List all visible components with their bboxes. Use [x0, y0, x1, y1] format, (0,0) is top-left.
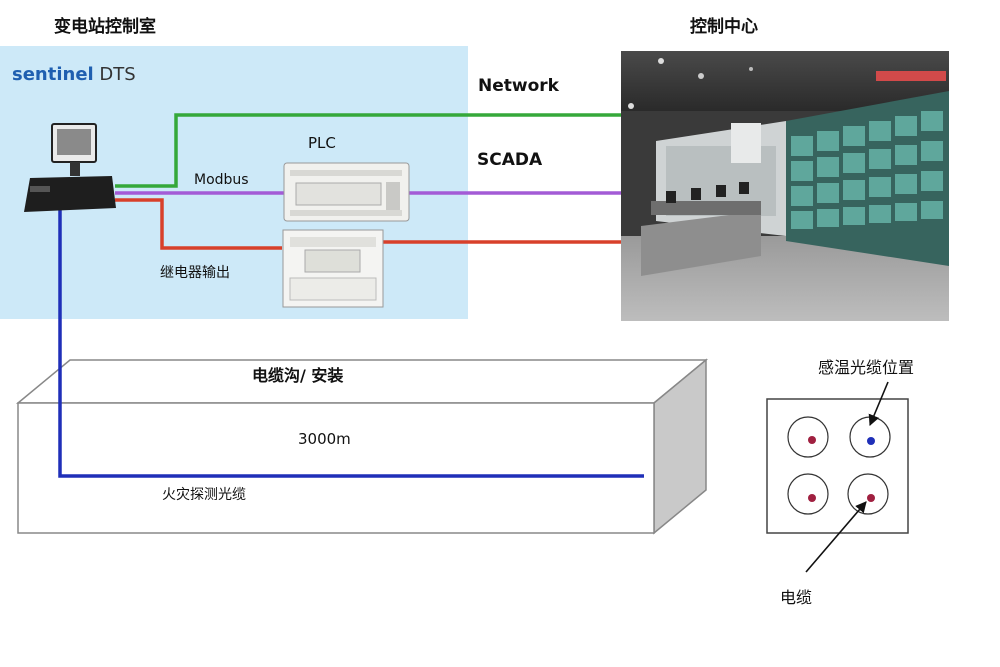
relay-output-label: 继电器输出 — [160, 265, 230, 281]
relay-line — [115, 198, 282, 250]
computer-workstation-icon[interactable] — [24, 123, 116, 212]
cross-section-box — [766, 398, 909, 534]
fire-cable-label: 火灾探测光缆 — [162, 487, 246, 503]
sentinel-dts-logo: sentinel DTS — [12, 64, 136, 85]
length-label: 3000m — [298, 430, 351, 448]
plc-device-icon[interactable] — [283, 162, 410, 222]
power-cable-circle — [787, 416, 829, 458]
control-center-photo — [621, 51, 949, 321]
trench-title: 电缆沟/ 安装 — [252, 366, 344, 385]
control-center-title: 控制中心 — [690, 17, 758, 37]
modbus-label: Modbus — [194, 172, 249, 188]
network-label: Network — [478, 76, 559, 96]
fiber-detection-line — [58, 205, 644, 478]
power-cable-arrow — [805, 501, 867, 573]
scada-label: SCADA — [477, 150, 543, 170]
power-cable-circle — [847, 473, 889, 515]
sensor-position-label: 感温光缆位置 — [818, 358, 915, 377]
cable-trench — [15, 358, 709, 535]
sensor-position-arrow — [868, 381, 889, 427]
power-cable-circle — [787, 473, 829, 515]
network-line — [115, 113, 621, 188]
relay-panel-icon[interactable] — [282, 229, 384, 308]
power-cable-label: 电缆 — [780, 588, 813, 607]
plc-label: PLC — [308, 134, 336, 152]
substation-title: 变电站控制室 — [54, 17, 156, 37]
